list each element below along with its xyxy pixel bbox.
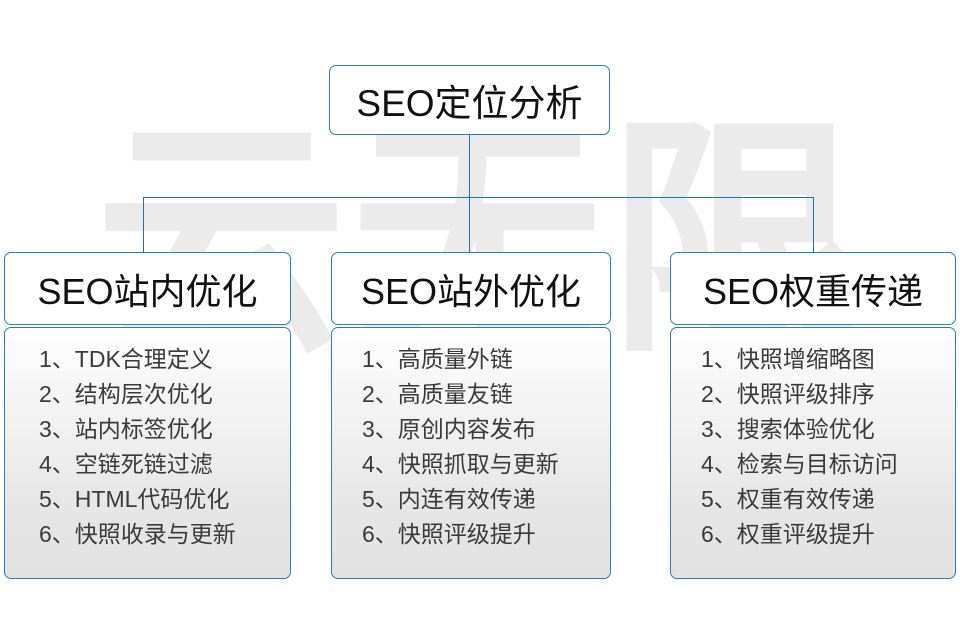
column-body-seo-weight: 1、快照增缩略图 2、快照评级排序 3、搜索体验优化 4、检索与目标访问 5、权… — [670, 327, 956, 579]
list-item: 5、内连有效传递 — [362, 486, 536, 512]
list-item: 3、搜索体验优化 — [701, 416, 875, 442]
list-item: 5、权重有效传递 — [701, 486, 875, 512]
list-item: 3、站内标签优化 — [39, 416, 213, 442]
column-header-title: SEO站外优化 — [360, 270, 582, 312]
list-item: 2、结构层次优化 — [39, 381, 213, 407]
list-item: 6、快照评级提升 — [362, 521, 536, 547]
connector-branch-middle — [469, 197, 471, 252]
list-item: 4、空链死链过滤 — [39, 451, 213, 477]
column-header-seo-offsite[interactable]: SEO站外优化 — [331, 252, 611, 325]
connector-horizontal-bus — [143, 197, 814, 199]
column-header-title: SEO权重传递 — [702, 270, 924, 312]
list-item: 6、快照收录与更新 — [39, 521, 236, 547]
list-item: 3、原创内容发布 — [362, 416, 536, 442]
list-item: 2、高质量友链 — [362, 381, 513, 407]
column-header-title: SEO站内优化 — [37, 270, 258, 312]
list-item: 4、检索与目标访问 — [701, 451, 898, 477]
root-node-title: SEO定位分析 — [356, 83, 583, 124]
list-item: 6、权重评级提升 — [701, 521, 875, 547]
list-item: 4、快照抓取与更新 — [362, 451, 559, 477]
list-item: 2、快照评级排序 — [701, 381, 875, 407]
list-item: 1、高质量外链 — [362, 346, 513, 372]
root-node[interactable]: SEO定位分析 — [329, 65, 610, 135]
column-body-seo-offsite: 1、高质量外链 2、高质量友链 3、原创内容发布 4、快照抓取与更新 5、内连有… — [331, 327, 611, 579]
column-header-seo-onsite[interactable]: SEO站内优化 — [4, 252, 291, 325]
list-item: 1、快照增缩略图 — [701, 346, 875, 372]
connector-branch-left — [143, 197, 145, 252]
list-item: 5、HTML代码优化 — [39, 486, 230, 512]
column-header-seo-weight[interactable]: SEO权重传递 — [670, 252, 956, 325]
connector-root-vertical — [469, 134, 471, 198]
column-body-seo-onsite: 1、TDK合理定义 2、结构层次优化 3、站内标签优化 4、空链死链过滤 5、H… — [4, 327, 291, 579]
connector-branch-right — [813, 197, 815, 252]
list-item: 1、TDK合理定义 — [39, 346, 213, 372]
